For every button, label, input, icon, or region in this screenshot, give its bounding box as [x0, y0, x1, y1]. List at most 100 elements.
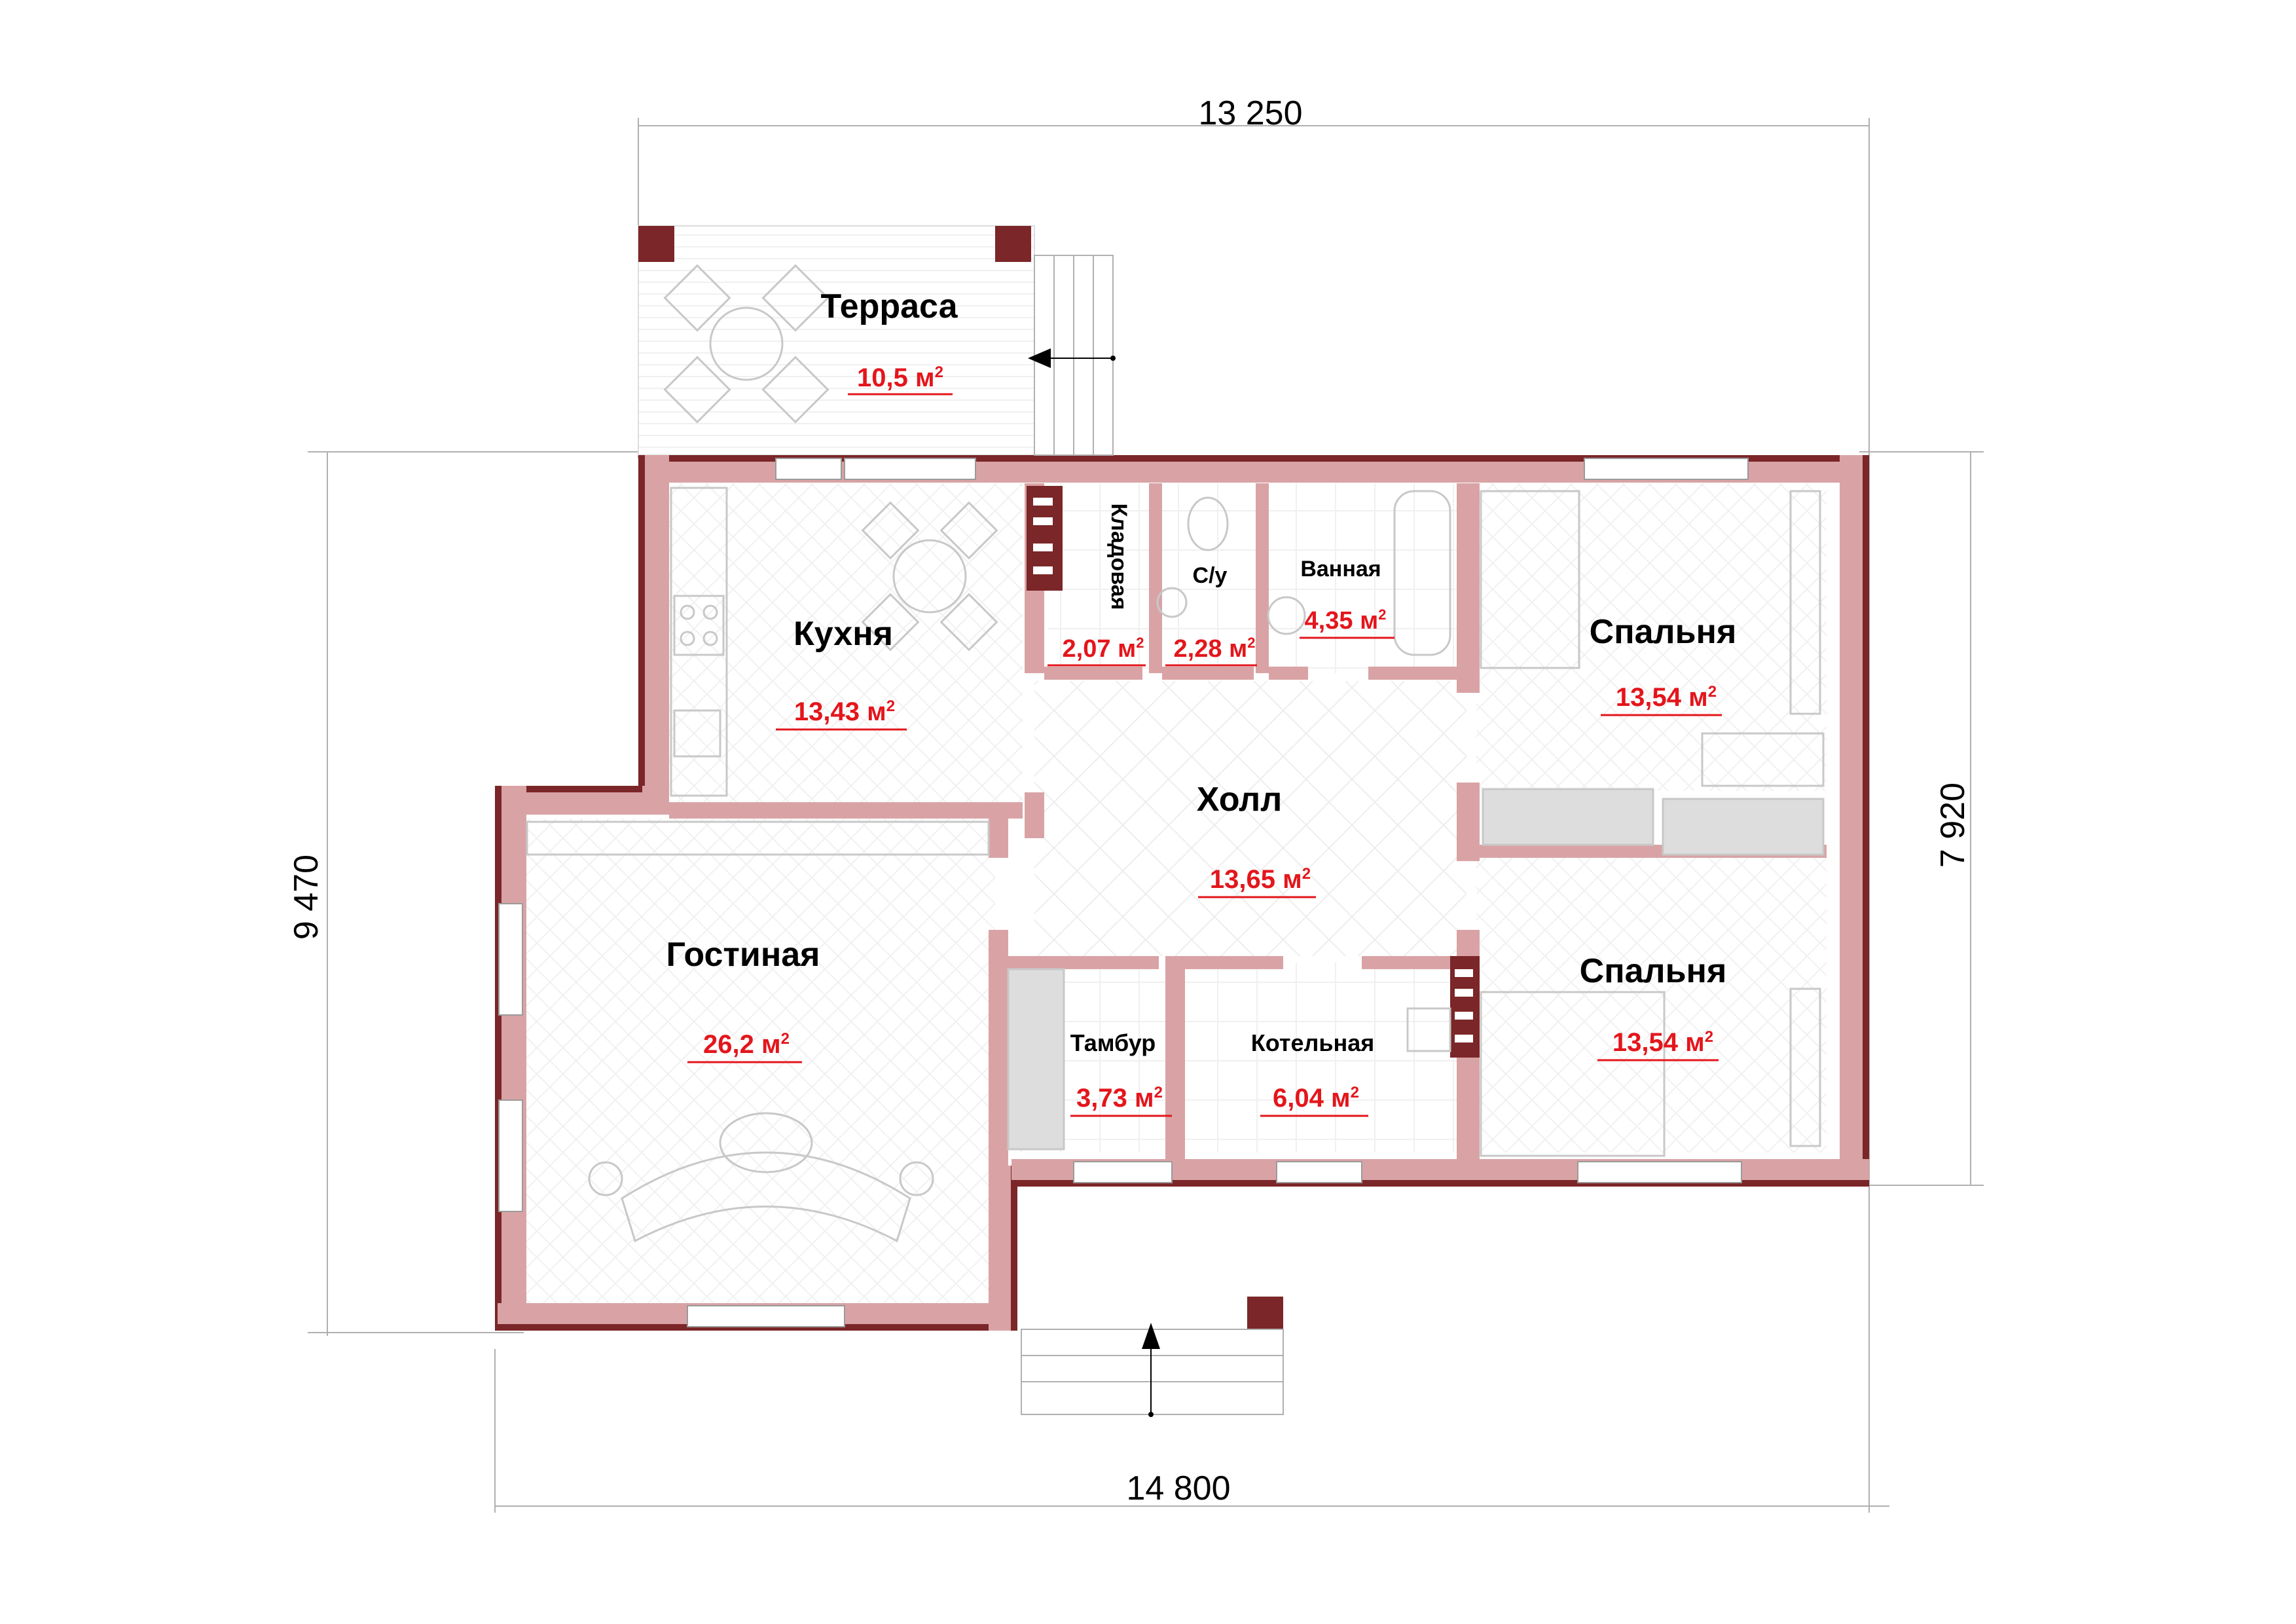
unit-label: м	[1360, 607, 1378, 635]
unit-label: м	[1229, 635, 1247, 663]
unit-label: м	[1118, 635, 1136, 663]
unit-superscript: 2	[1154, 1084, 1163, 1101]
wardrobe-1	[1789, 490, 1821, 715]
vestibule-cabinet	[1007, 968, 1065, 1151]
dimension-bottom: 14 800	[1126, 1469, 1230, 1507]
living-table	[719, 1112, 813, 1173]
terrace-post-right	[995, 226, 1031, 262]
vestibule-door	[1073, 1161, 1173, 1183]
kitchen-counter	[670, 487, 728, 797]
pantry-floor	[1048, 483, 1152, 673]
bed-1	[1480, 490, 1580, 669]
bathroom-floor	[1264, 483, 1457, 673]
boiler-area: 6,04 м2	[1273, 1084, 1359, 1113]
dimension-right: 7 920	[1934, 783, 1972, 868]
dimension-left: 9 470	[287, 855, 325, 940]
kitchen-area: 13,43 м2	[794, 697, 895, 726]
windows	[498, 458, 1749, 1327]
terrace-entry-arrow	[1028, 348, 1116, 368]
living-area-value: 26,2	[703, 1030, 754, 1059]
bedroom2-floor	[1476, 851, 1827, 1153]
living-window-bottom	[687, 1305, 845, 1327]
terrace-name: Терраса	[820, 287, 958, 325]
unit-label: м	[1135, 1084, 1154, 1113]
bath-sink-icon	[1267, 596, 1306, 635]
pantry-area: 2,07 м2	[1063, 635, 1144, 663]
unit-superscript: 2	[1378, 606, 1386, 623]
unit-superscript: 2	[781, 1030, 790, 1048]
bedroom1-name: Спальня	[1590, 613, 1737, 651]
floor-fills	[524, 225, 1827, 1303]
kitchen-name: Кухня	[793, 615, 893, 653]
vestibule-name: Тамбур	[1070, 1029, 1156, 1056]
terrace-structure	[638, 226, 1284, 1417]
porch-entry-arrow	[1142, 1323, 1160, 1417]
bedroom2-name: Спальня	[1580, 952, 1727, 990]
living-window-left-1	[498, 903, 523, 1016]
unit-superscript: 2	[1705, 1028, 1713, 1046]
toilet-icon	[1187, 496, 1229, 551]
terrace-door-opening	[775, 458, 842, 480]
sink-icon	[673, 709, 721, 758]
pantry-name: Кладовая	[1106, 504, 1131, 610]
unit-label: м	[761, 1030, 781, 1059]
bathroom-area: 4,35 м2	[1305, 606, 1387, 635]
boiler-name: Котельная	[1251, 1029, 1375, 1056]
armchair-right	[899, 1161, 934, 1196]
bed-2	[1480, 991, 1666, 1157]
hall-area-value: 13,65	[1210, 865, 1275, 894]
living-name: Гостиная	[666, 936, 820, 974]
closet-1	[1482, 788, 1654, 846]
unit-superscript: 2	[935, 363, 943, 381]
unit-label: м	[915, 363, 935, 392]
hall-name: Холл	[1197, 781, 1283, 819]
kitchen-table	[892, 539, 967, 614]
unit-superscript: 2	[886, 697, 895, 715]
bedroom2-window	[1577, 1161, 1742, 1183]
unit-superscript: 2	[1247, 635, 1255, 651]
wc-area-value: 2,28	[1174, 635, 1222, 663]
boiler-icon	[1406, 1007, 1451, 1052]
living-floor	[524, 819, 995, 1303]
boiler-window	[1276, 1161, 1362, 1183]
vent-shafts	[1027, 486, 1480, 1058]
terrace-area-value: 10,5	[857, 363, 908, 392]
bathroom-name: Ванная	[1300, 557, 1381, 581]
desk-1	[1701, 732, 1825, 787]
living-window-left-2	[498, 1099, 523, 1212]
bedroom2-area-value: 13,54	[1613, 1028, 1679, 1057]
bedroom1-floor	[1476, 483, 1827, 791]
wc-floor	[1159, 483, 1257, 673]
terrace-table	[709, 306, 784, 381]
closet-2	[1662, 798, 1825, 856]
bedroom1-window	[1584, 458, 1749, 480]
dimension-top: 13 250	[1198, 94, 1302, 132]
unit-superscript: 2	[1136, 635, 1144, 651]
unit-superscript: 2	[1351, 1084, 1359, 1101]
unit-superscript: 2	[1708, 683, 1717, 701]
bathroom-area-value: 4,35	[1305, 607, 1353, 635]
kitchen-window	[844, 458, 976, 480]
living-area: 26,2 м2	[703, 1030, 790, 1059]
pantry-area-value: 2,07	[1063, 635, 1111, 663]
wc-area: 2,28 м2	[1174, 635, 1256, 663]
vestibule-area-value: 3,73	[1076, 1084, 1127, 1113]
armchair-left	[588, 1161, 623, 1196]
boiler-floor	[1185, 963, 1460, 1153]
bedroom1-area: 13,54 м2	[1616, 683, 1717, 712]
wc-name: С/у	[1193, 563, 1228, 588]
unit-superscript: 2	[1302, 865, 1311, 883]
tv-unit	[526, 821, 990, 856]
bathtub-icon	[1393, 490, 1451, 656]
furniture	[526, 264, 1825, 1243]
unit-label: м	[1688, 683, 1708, 712]
terrace-deck	[638, 225, 1035, 456]
porch-post	[1247, 1297, 1283, 1333]
vestibule-area: 3,73 м2	[1076, 1084, 1163, 1113]
hall-floor	[1034, 681, 1467, 956]
unit-label: м	[867, 697, 886, 726]
unit-label: м	[1685, 1028, 1705, 1057]
wardrobe-2	[1789, 987, 1821, 1147]
unit-label: м	[1331, 1084, 1351, 1113]
